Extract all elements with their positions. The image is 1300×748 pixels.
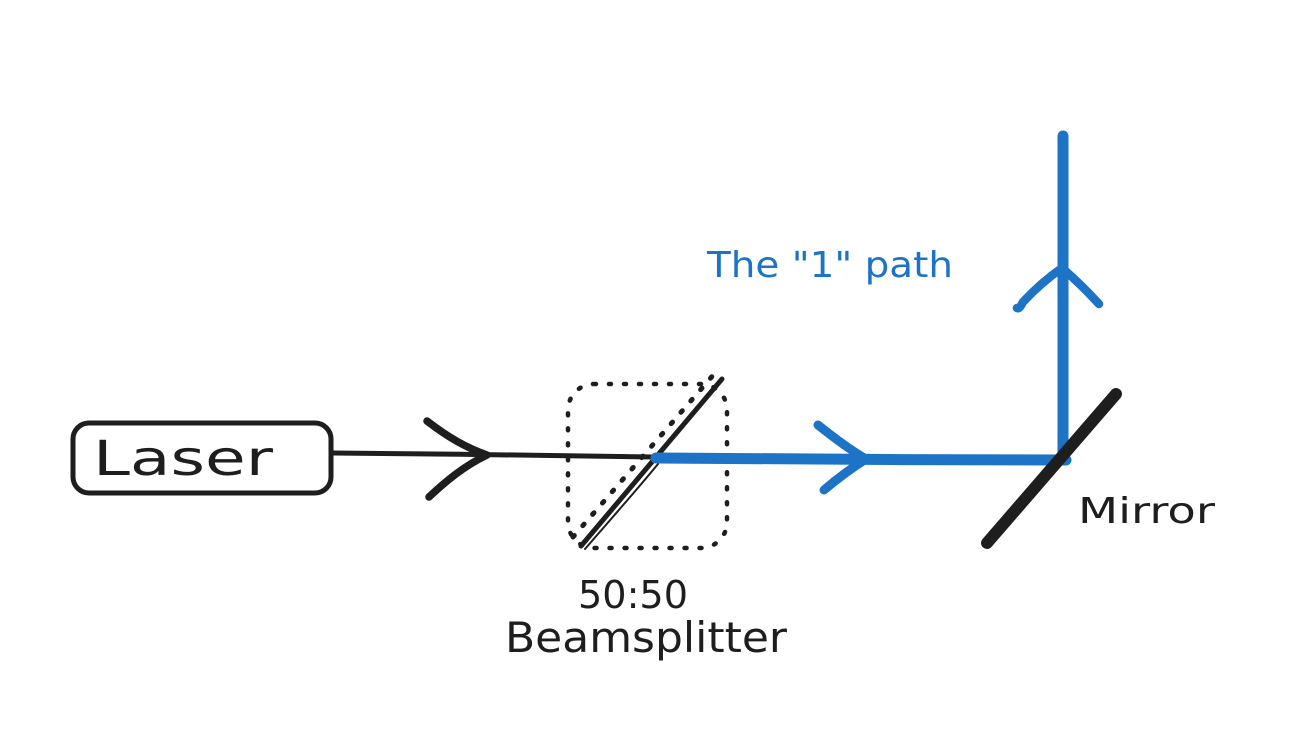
- input-beam-group: [330, 417, 656, 501]
- beamsplitter-ratio-label: 50:50: [578, 573, 688, 617]
- laser-box: [70, 420, 334, 496]
- beamsplitter-label: Beamsplitter: [505, 613, 788, 662]
- path-one-horizontal-arrowhead: [813, 420, 871, 495]
- beamsplitter-diagonal-second-stroke: [584, 463, 659, 550]
- input-beam-line: [330, 450, 656, 460]
- beamsplitter-diagonal: [578, 376, 725, 549]
- laser-label: Laser: [93, 431, 273, 487]
- mirror-group: Mirror: [981, 388, 1215, 549]
- beamsplitter-diagonal-dotted: [570, 370, 718, 540]
- input-beam-arrowhead: [423, 417, 491, 501]
- beamsplitter-group: 50:50 Beamsplitter: [505, 370, 788, 662]
- path-one-group: The "1" path: [650, 130, 1104, 495]
- mirror-label: Mirror: [1078, 491, 1215, 532]
- path-one-vertical-arrowhead: [1012, 263, 1104, 313]
- path-one-label: The "1" path: [706, 245, 953, 286]
- laser-source-group: Laser: [70, 420, 334, 496]
- mirror-line: [981, 388, 1122, 549]
